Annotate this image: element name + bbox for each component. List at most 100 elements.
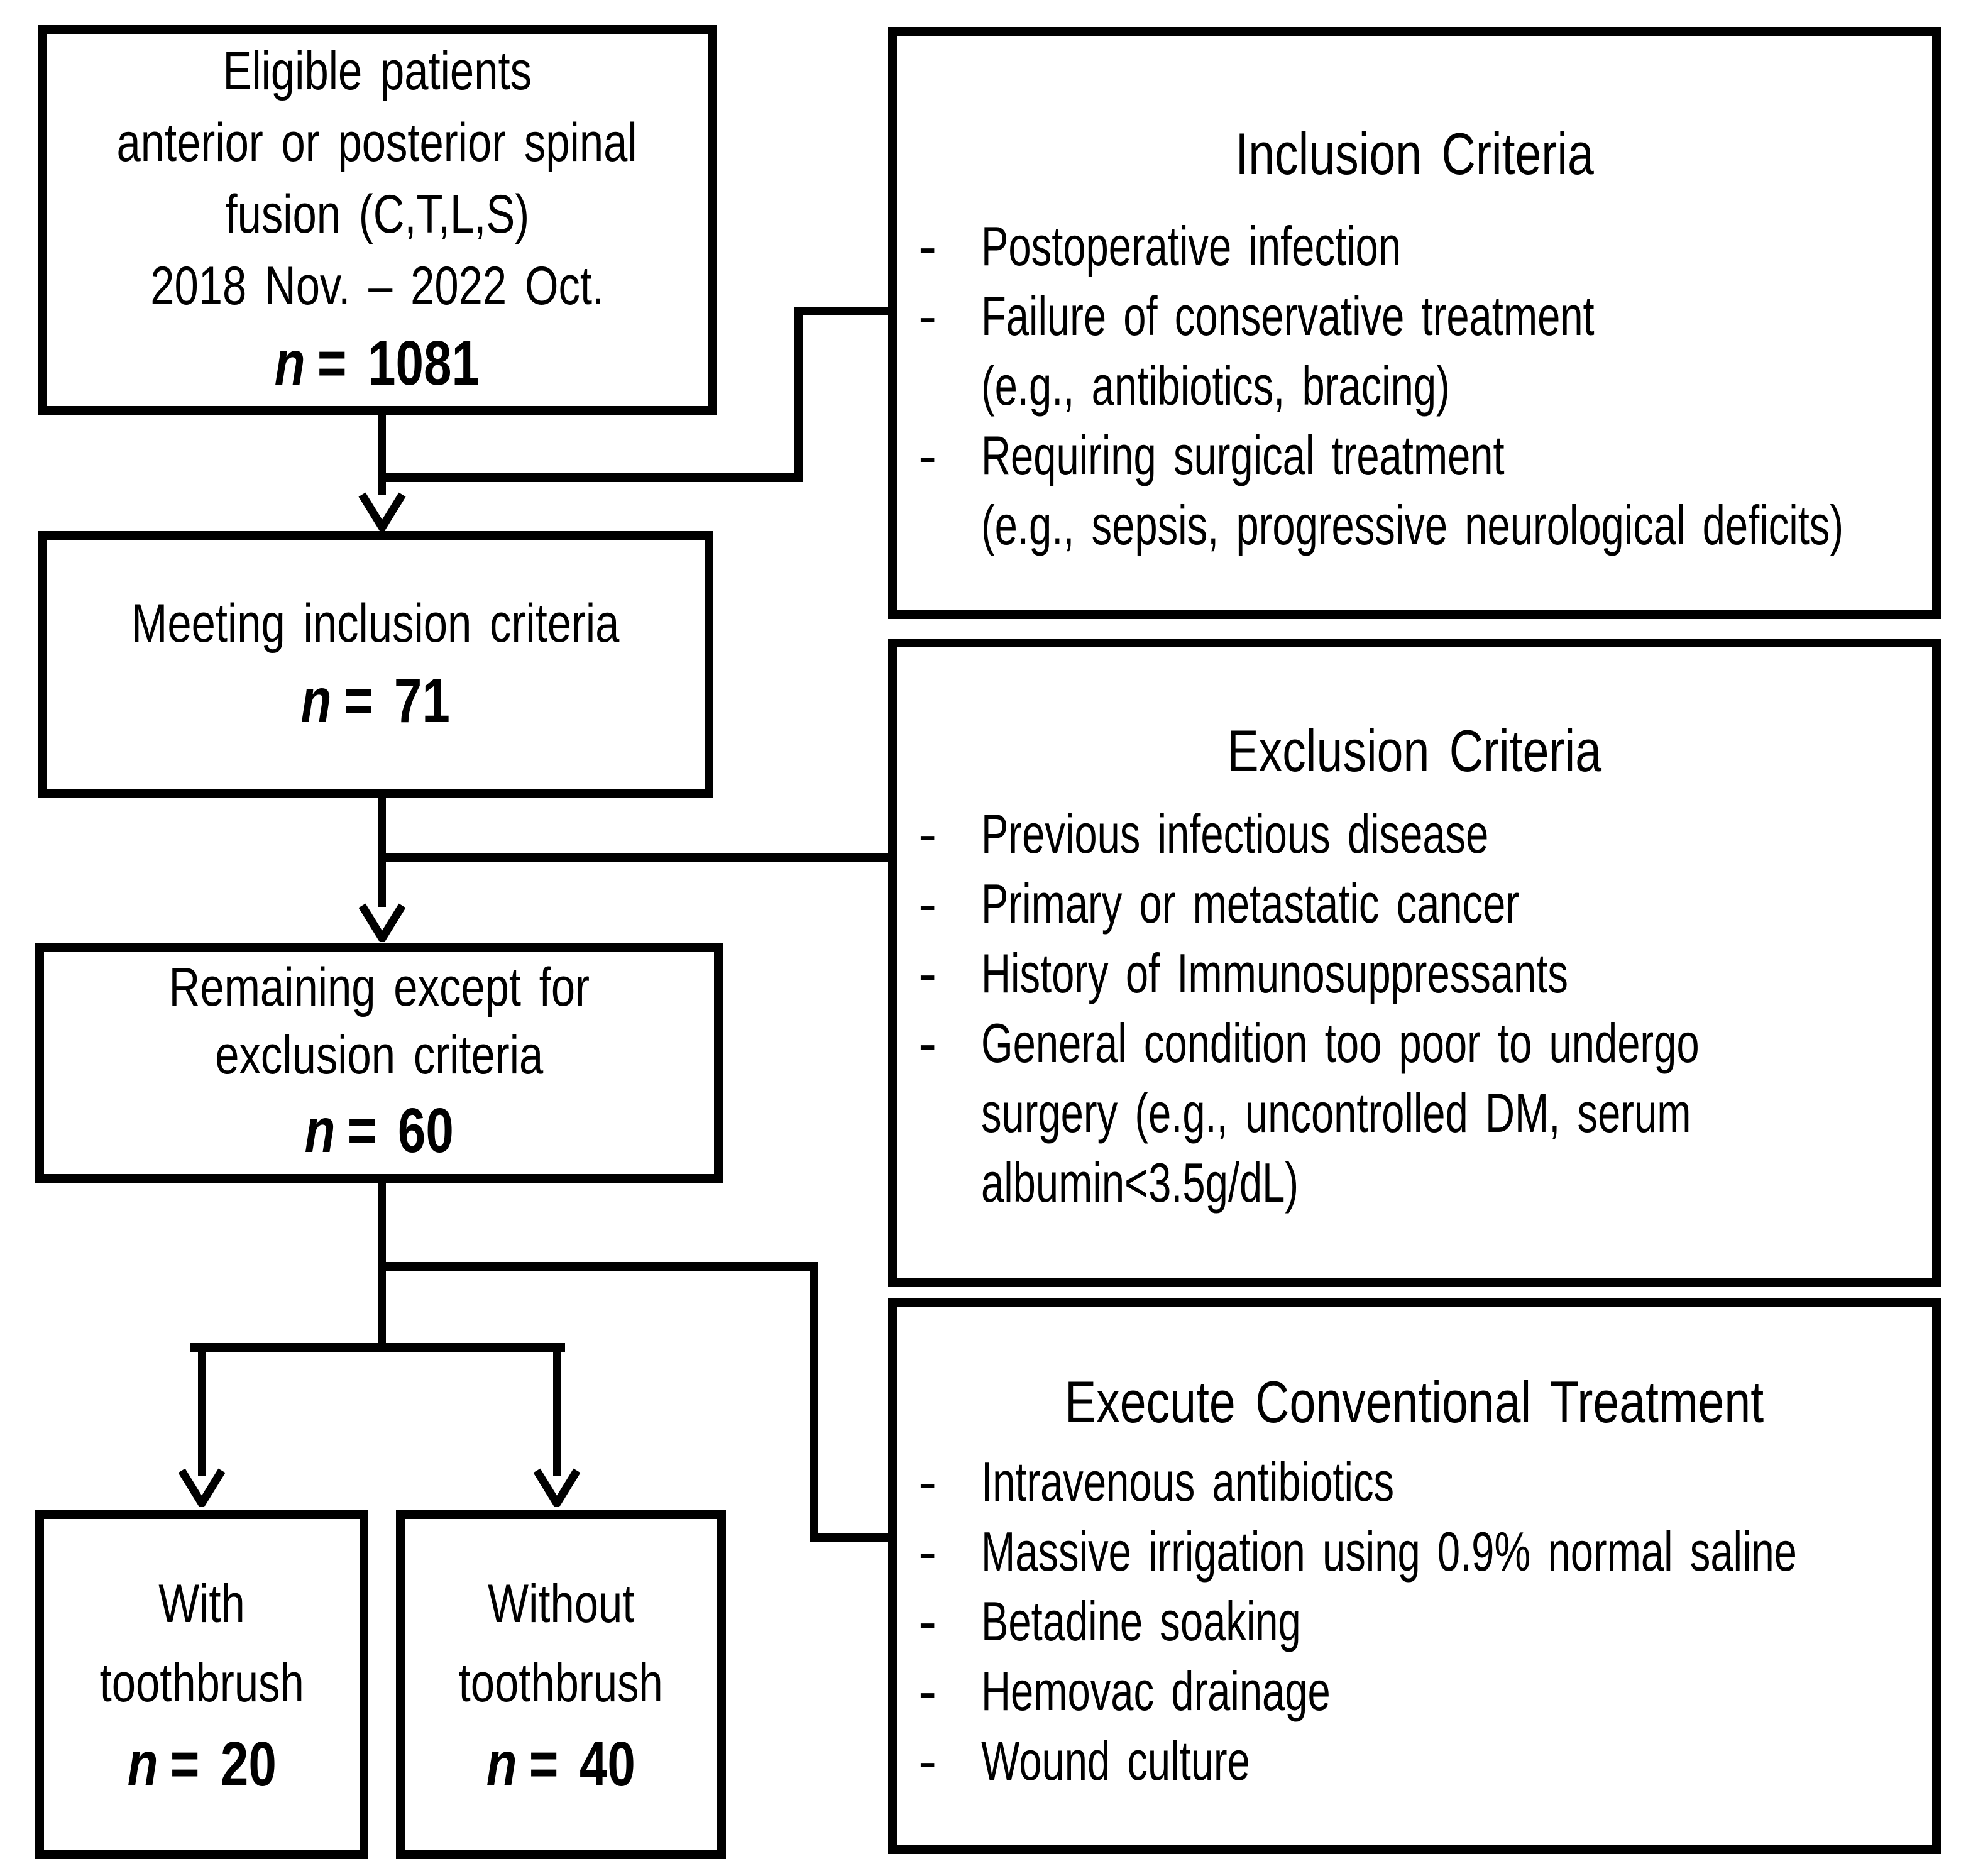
bullet-dash: - — [918, 215, 937, 277]
flow-box-text: Without — [470, 1564, 653, 1643]
criteria-item: -Betadine soaking — [918, 1586, 1932, 1656]
flow-box-with-toothbrush: With toothbrush n= 20 — [35, 1510, 368, 1859]
criteria-item: -Postoperative infection — [918, 211, 1932, 281]
bullet-dash: - — [918, 424, 937, 486]
criteria-text: Intravenous antibiotics — [981, 1451, 1395, 1513]
criteria-item-continuation: (e.g., sepsis, progressive neurological … — [918, 490, 1932, 560]
arrowhead-down-icon — [356, 902, 409, 942]
flow-box-text: Meeting inclusion criteria — [70, 588, 681, 659]
criteria-title-text: Inclusion Criteria — [1235, 121, 1594, 187]
criteria-box-inclusion: Inclusion Criteria -Postoperative infect… — [888, 27, 1941, 619]
n-value: = 71 — [343, 665, 451, 736]
criteria-text: History of Immunosuppressants — [981, 942, 1568, 1004]
arrowhead-down-icon — [175, 1467, 228, 1507]
connector-line — [190, 1343, 565, 1352]
bullet-dash: - — [918, 1660, 937, 1722]
criteria-item: -Intravenous antibiotics — [918, 1447, 1932, 1517]
connector-line — [553, 1347, 561, 1476]
criteria-item-continuation: albumin<3.5g/dL) — [918, 1148, 1932, 1217]
flow-box-text: toothbrush — [433, 1643, 688, 1723]
n-variable: n — [274, 328, 305, 398]
arrowhead-down-icon — [530, 1467, 583, 1507]
flow-box-line: toothbrush — [99, 1652, 304, 1713]
bullet-dash: - — [918, 1520, 937, 1583]
criteria-item: -Massive irrigation using 0.9% normal sa… — [918, 1517, 1932, 1586]
n-variable: n — [304, 1095, 336, 1166]
n-value-line: n= 71 — [282, 659, 469, 742]
criteria-list: -Postoperative infection -Failure of con… — [897, 211, 1932, 560]
flow-box-line: 2018 Nov. – 2022 Oct. — [150, 256, 604, 316]
flow-box-line: With — [158, 1573, 245, 1634]
criteria-title-text: Execute Conventional Treatment — [1065, 1369, 1764, 1435]
n-value-line: n= 40 — [468, 1723, 654, 1806]
criteria-text: Betadine soaking — [981, 1590, 1301, 1652]
connector-line — [378, 473, 803, 482]
n-value: = 1081 — [317, 328, 480, 398]
criteria-item: -Wound culture — [918, 1726, 1932, 1796]
flow-box-line: anterior or posterior spinal — [116, 112, 638, 173]
criteria-text: Hemovac drainage — [981, 1660, 1331, 1722]
criteria-box-treatment: Execute Conventional Treatment -Intraven… — [888, 1298, 1941, 1854]
criteria-text: Failure of conservative treatment — [981, 285, 1595, 347]
n-variable: n — [127, 1728, 158, 1799]
bullet-dash: - — [918, 872, 937, 935]
criteria-item: -Requiring surgical treatment — [918, 420, 1932, 490]
bullet-dash: - — [918, 285, 937, 347]
criteria-text: (e.g., sepsis, progressive neurological … — [981, 494, 1844, 556]
connector-line — [378, 1262, 818, 1271]
criteria-text: (e.g., antibiotics, bracing) — [981, 354, 1450, 417]
n-value-line: n= 1081 — [249, 322, 505, 405]
criteria-text: Wound culture — [981, 1730, 1250, 1792]
flow-box-line: toothbrush — [458, 1652, 664, 1713]
criteria-item-continuation: surgery (e.g., uncontrolled DM, serum — [918, 1078, 1932, 1148]
connector-line — [378, 853, 889, 862]
criteria-item: -Failure of conservative treatment — [918, 281, 1932, 351]
criteria-text: General condition too poor to undergo — [981, 1012, 1700, 1074]
criteria-box-exclusion: Exclusion Criteria -Previous infectious … — [888, 639, 1941, 1287]
flow-box-text: 2018 Nov. – 2022 Oct. — [94, 250, 661, 322]
connector-line — [378, 797, 386, 907]
flow-box-text: Remaining except for — [116, 953, 642, 1021]
n-variable: n — [486, 1728, 517, 1799]
criteria-title: Inclusion Criteria — [897, 119, 1932, 189]
n-value: = 60 — [347, 1095, 454, 1166]
criteria-item-continuation: (e.g., antibiotics, bracing) — [918, 351, 1932, 420]
bullet-dash: - — [918, 1451, 937, 1513]
flow-box-meeting-inclusion: Meeting inclusion criteria n= 71 — [38, 531, 713, 798]
criteria-title: Execute Conventional Treatment — [897, 1367, 1932, 1437]
connector-line — [810, 1262, 818, 1542]
flow-box-line: Without — [487, 1573, 635, 1634]
flow-box-line: Eligible patients — [222, 41, 532, 101]
flow-box-line: exclusion criteria — [214, 1025, 543, 1085]
bullet-dash: - — [918, 942, 937, 1004]
connector-line — [198, 1347, 206, 1476]
connector-line — [378, 414, 386, 495]
n-value: = 20 — [170, 1728, 277, 1799]
criteria-text: Requiring surgical treatment — [981, 424, 1505, 486]
flow-box-text: Eligible patients — [184, 35, 570, 107]
bullet-dash: - — [918, 1590, 937, 1652]
criteria-text: Previous infectious disease — [981, 803, 1489, 865]
flow-box-eligible: Eligible patients anterior or posterior … — [38, 25, 717, 415]
bullet-dash: - — [918, 1012, 937, 1074]
flow-box-line: Meeting inclusion criteria — [131, 593, 620, 654]
criteria-text: Postoperative infection — [981, 215, 1401, 277]
n-variable: n — [300, 665, 332, 736]
flow-box-without-toothbrush: Without toothbrush n= 40 — [396, 1510, 726, 1859]
criteria-title-text: Exclusion Criteria — [1227, 718, 1602, 784]
connector-line — [794, 307, 803, 482]
arrowhead-down-icon — [356, 491, 409, 531]
flow-box-text: toothbrush — [74, 1643, 329, 1723]
criteria-item: -Hemovac drainage — [918, 1656, 1932, 1726]
flow-box-text: With — [148, 1564, 256, 1643]
n-value-line: n= 60 — [286, 1089, 473, 1172]
connector-line — [794, 307, 889, 315]
flow-box-text: anterior or posterior spinal — [52, 107, 702, 178]
flow-box-line: fusion (C,T,L,S) — [225, 184, 529, 244]
flow-box-text: fusion (C,T,L,S) — [187, 178, 568, 250]
criteria-list: -Intravenous antibiotics -Massive irriga… — [897, 1447, 1932, 1796]
criteria-item: -Previous infectious disease — [918, 799, 1932, 869]
n-value-line: n= 20 — [109, 1723, 295, 1806]
criteria-item: -Primary or metastatic cancer — [918, 869, 1932, 938]
